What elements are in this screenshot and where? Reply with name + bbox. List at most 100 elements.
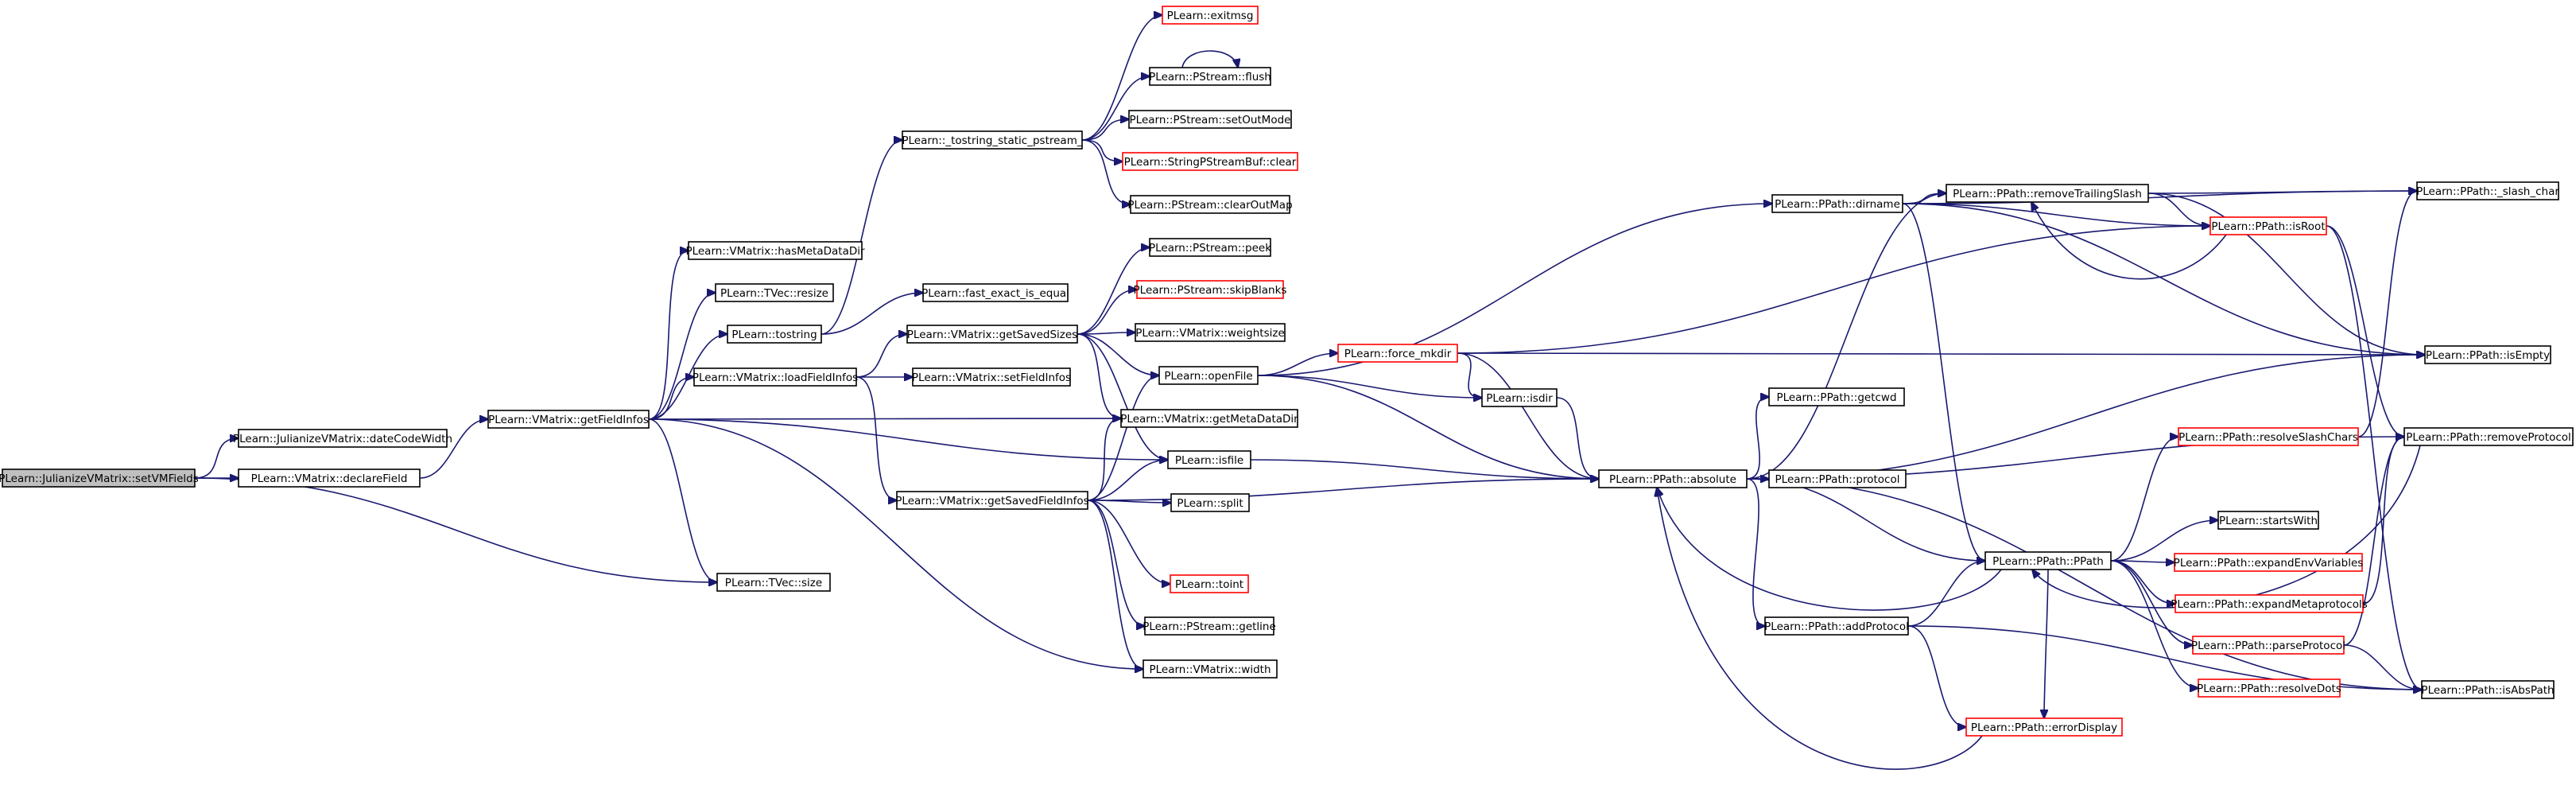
node-ppath-slash-char[interactable]: PLearn::PPath::_slash_char [2416, 181, 2559, 200]
node-ppath-isabspath[interactable]: PLearn::PPath::isAbsPath [2421, 680, 2555, 699]
node-pstream-peek[interactable]: PLearn::PStream::peek [1149, 238, 1271, 257]
node-ppath-parseprotocol[interactable]: PLearn::PPath::parseProtocol [2191, 636, 2345, 655]
node-ppath-expandmetaprotocols[interactable]: PLearn::PPath::expandMetaprotocols [2171, 594, 2368, 613]
node-force-mkdir[interactable]: PLearn::force_mkdir [1337, 344, 1458, 363]
node-box [2217, 511, 2319, 530]
edge-force-mkdir-to-isdir [1457, 352, 1482, 398]
edge-vmatrix-declarefield-to-vmatrix-getfieldinfos [419, 419, 488, 479]
node-pstream-skipblanks[interactable]: PLearn::PStream::skipBlanks [1134, 280, 1287, 299]
node-ppath-resolvedots[interactable]: PLearn::PPath::resolveDots [2197, 679, 2341, 698]
node-ppath-removeprotocol[interactable]: PLearn::PPath::removeProtocol [2403, 427, 2574, 446]
node-label: PLearn::VMatrix::width [1149, 663, 1271, 676]
node-box [693, 367, 857, 387]
node-vmatrix-weightsize[interactable]: PLearn::VMatrix::weightsize [1135, 323, 1286, 342]
node-ppath-protocol[interactable]: PLearn::PPath::protocol [1768, 469, 1907, 488]
node-vmatrix-loadfieldinfos[interactable]: PLearn::VMatrix::loadFieldInfos [692, 367, 858, 387]
edge-ppath-ppath-to-startswith [2110, 520, 2218, 562]
edge-ppath-removetrailingslash-to-ppath-isroot [2147, 192, 2210, 226]
node-pstream-setoutmode[interactable]: PLearn::PStream::setOutMode [1128, 110, 1292, 129]
edge-vmatrix-getsavedfieldinfos-to-openfile [1087, 375, 1159, 501]
node-tostring[interactable]: PLearn::tostring [727, 325, 822, 344]
node-ppath-expandenvvariables[interactable]: PLearn::PPath::expandEnvVariables [2174, 553, 2364, 572]
edge-vmatrix-getfieldinfos-to-tvec-resize [648, 293, 716, 420]
node-vmatrix-getsavedfieldinfos[interactable]: PLearn::VMatrix::getSavedFieldInfos [895, 491, 1089, 510]
edge-ppath-dirname-to-ppath-removetrailingslash [1902, 193, 1946, 204]
node-ppath-getcwd[interactable]: PLearn::PPath::getcwd [1768, 387, 1905, 406]
edge-ppath-removetrailingslash-to-ppath-isempty [2147, 192, 2425, 355]
node-box [487, 410, 650, 429]
node-label: PLearn::PPath::isRoot [2211, 220, 2325, 233]
node-label: PLearn::VMatrix::getMetaDataDir [1120, 413, 1298, 426]
node-stringpstreambuf-clear[interactable]: PLearn::StringPStreamBuf::clear [1122, 152, 1298, 171]
edge-openfile-to-force-mkdir [1257, 353, 1338, 376]
edge-force-mkdir-to-ppath-isempty [1457, 353, 2425, 355]
node-box [1120, 409, 1298, 428]
node-startswith[interactable]: PLearn::startsWith [2217, 511, 2319, 530]
node-label: PLearn::fast_exact_is_equal [921, 287, 1069, 300]
node-label: PLearn::PPath::addProtocol [1764, 620, 1909, 633]
edge-vmatrix-getfieldinfos-to-vmatrix-hasmetadatadir [648, 251, 689, 420]
node-tvec-resize[interactable]: PLearn::TVec::resize [715, 283, 834, 302]
edge-tostring-static-pstream-to-pstream-setoutmode [1081, 119, 1129, 141]
node-vmatrix-width[interactable]: PLearn::VMatrix::width [1143, 659, 1278, 679]
node-ppath-dirname[interactable]: PLearn::PPath::dirname [1771, 194, 1903, 213]
node-label: PLearn::isdir [1486, 392, 1553, 405]
node-julianizevmatrix-datecodewidth[interactable]: PLearn::JulianizeVMatrix::dateCodeWidth [233, 429, 452, 448]
node-vmatrix-hasmetadatadir[interactable]: PLearn::VMatrix::hasMetaDataDir [685, 241, 865, 260]
node-pstream-clearoutmap[interactable]: PLearn::PStream::clearOutMap [1127, 195, 1293, 214]
edge-ppath-ppath-to-ppath-parseprotocol [2110, 560, 2193, 645]
node-ppath-errordisplay[interactable]: PLearn::PPath::errorDisplay [1965, 717, 2123, 737]
node-vmatrix-getfieldinfos[interactable]: PLearn::VMatrix::getFieldInfos [487, 410, 650, 429]
node-box [727, 325, 822, 344]
node-ppath-absolute[interactable]: PLearn::PPath::absolute [1598, 469, 1748, 488]
node-ppath-resolveslashchars[interactable]: PLearn::PPath::resolveSlashChars [2178, 427, 2359, 446]
node-ppath-ppath[interactable]: PLearn::PPath::PPath [1984, 551, 2112, 570]
node-label: PLearn::exitmsg [1167, 10, 1254, 22]
edge-ppath-resolveslashchars-to-ppath-slash-char [2357, 191, 2417, 437]
node-vmatrix-declarefield[interactable]: PLearn::VMatrix::declareField [238, 469, 421, 488]
node-vmatrix-getsavedsizes[interactable]: PLearn::VMatrix::getSavedSizes [906, 325, 1078, 344]
node-ppath-isroot[interactable]: PLearn::PPath::isRoot [2209, 216, 2327, 235]
node-isfile[interactable]: PLearn::isfile [1167, 450, 1251, 469]
node-label: PLearn::JulianizeVMatrix::dateCodeWidth [233, 433, 452, 445]
node-pstream-flush[interactable]: PLearn::PStream::flush [1149, 67, 1271, 86]
edge-vmatrix-getfieldinfos-to-vmatrix-getmetadatadir [648, 418, 1121, 419]
edge-vmatrix-getsavedsizes-to-vmatrix-getmetadatadir [1077, 333, 1121, 418]
node-label: PLearn::split [1177, 497, 1243, 510]
node-label: PLearn::PPath::isEmpty [2426, 349, 2550, 362]
node-box [1771, 194, 1903, 213]
node-label: PLearn::PPath::protocol [1775, 473, 1900, 486]
node-ppath-isempty[interactable]: PLearn::PPath::isEmpty [2424, 345, 2551, 364]
node-toint[interactable]: PLearn::toint [1170, 574, 1249, 593]
node-box [1170, 574, 1249, 593]
node-box [688, 241, 863, 260]
node-ppath-removetrailingslash[interactable]: PLearn::PPath::removeTrailingSlash [1946, 184, 2149, 203]
node-vmatrix-setfieldinfos[interactable]: PLearn::VMatrix::setFieldInfos [912, 367, 1071, 387]
node-julianizevmatrix-setvmfields[interactable]: PLearn::JulianizeVMatrix::setVMFields [0, 469, 199, 488]
node-exitmsg[interactable]: PLearn::exitmsg [1162, 6, 1259, 25]
node-label: PLearn::PPath::getcwd [1776, 391, 1896, 404]
edge-ppath-ppath-to-ppath-expandenvvariables [2110, 561, 2174, 562]
edge-ppath-isroot-to-ppath-removetrailingslash [2031, 202, 2227, 280]
node-box [1122, 152, 1298, 171]
node-tvec-size[interactable]: PLearn::TVec::size [716, 573, 831, 592]
node-vmatrix-getmetadatadir[interactable]: PLearn::VMatrix::getMetaDataDir [1120, 409, 1298, 428]
edge-vmatrix-getsavedfieldinfos-to-ppath-absolute [1087, 479, 1599, 501]
node-box [2, 469, 196, 488]
node-label: PLearn::PPath::absolute [1609, 473, 1736, 486]
node-tostring-static-pstream[interactable]: PLearn::_tostring_static_pstream_ [902, 130, 1083, 150]
node-box [2421, 680, 2555, 699]
edge-ppath-parseprotocol-to-ppath-isabspath [2343, 644, 2422, 690]
node-isdir[interactable]: PLearn::isdir [1481, 388, 1558, 407]
node-box [906, 325, 1078, 344]
edge-julianizevmatrix-setvmfields-to-tvec-size [194, 477, 717, 582]
node-label: PLearn::PPath::removeProtocol [2406, 431, 2571, 444]
node-box [1149, 238, 1271, 257]
node-split[interactable]: PLearn::split [1170, 493, 1250, 512]
node-fast-exact-is-equal[interactable]: PLearn::fast_exact_is_equal [921, 283, 1069, 302]
node-ppath-addprotocol[interactable]: PLearn::PPath::addProtocol [1764, 616, 1909, 636]
node-pstream-getline[interactable]: PLearn::PStream::getline [1143, 616, 1276, 636]
node-openfile[interactable]: PLearn::openFile [1158, 366, 1259, 385]
node-label: PLearn::PPath::isAbsPath [2421, 684, 2554, 697]
node-label: PLearn::StringPStreamBuf::clear [1124, 156, 1297, 169]
